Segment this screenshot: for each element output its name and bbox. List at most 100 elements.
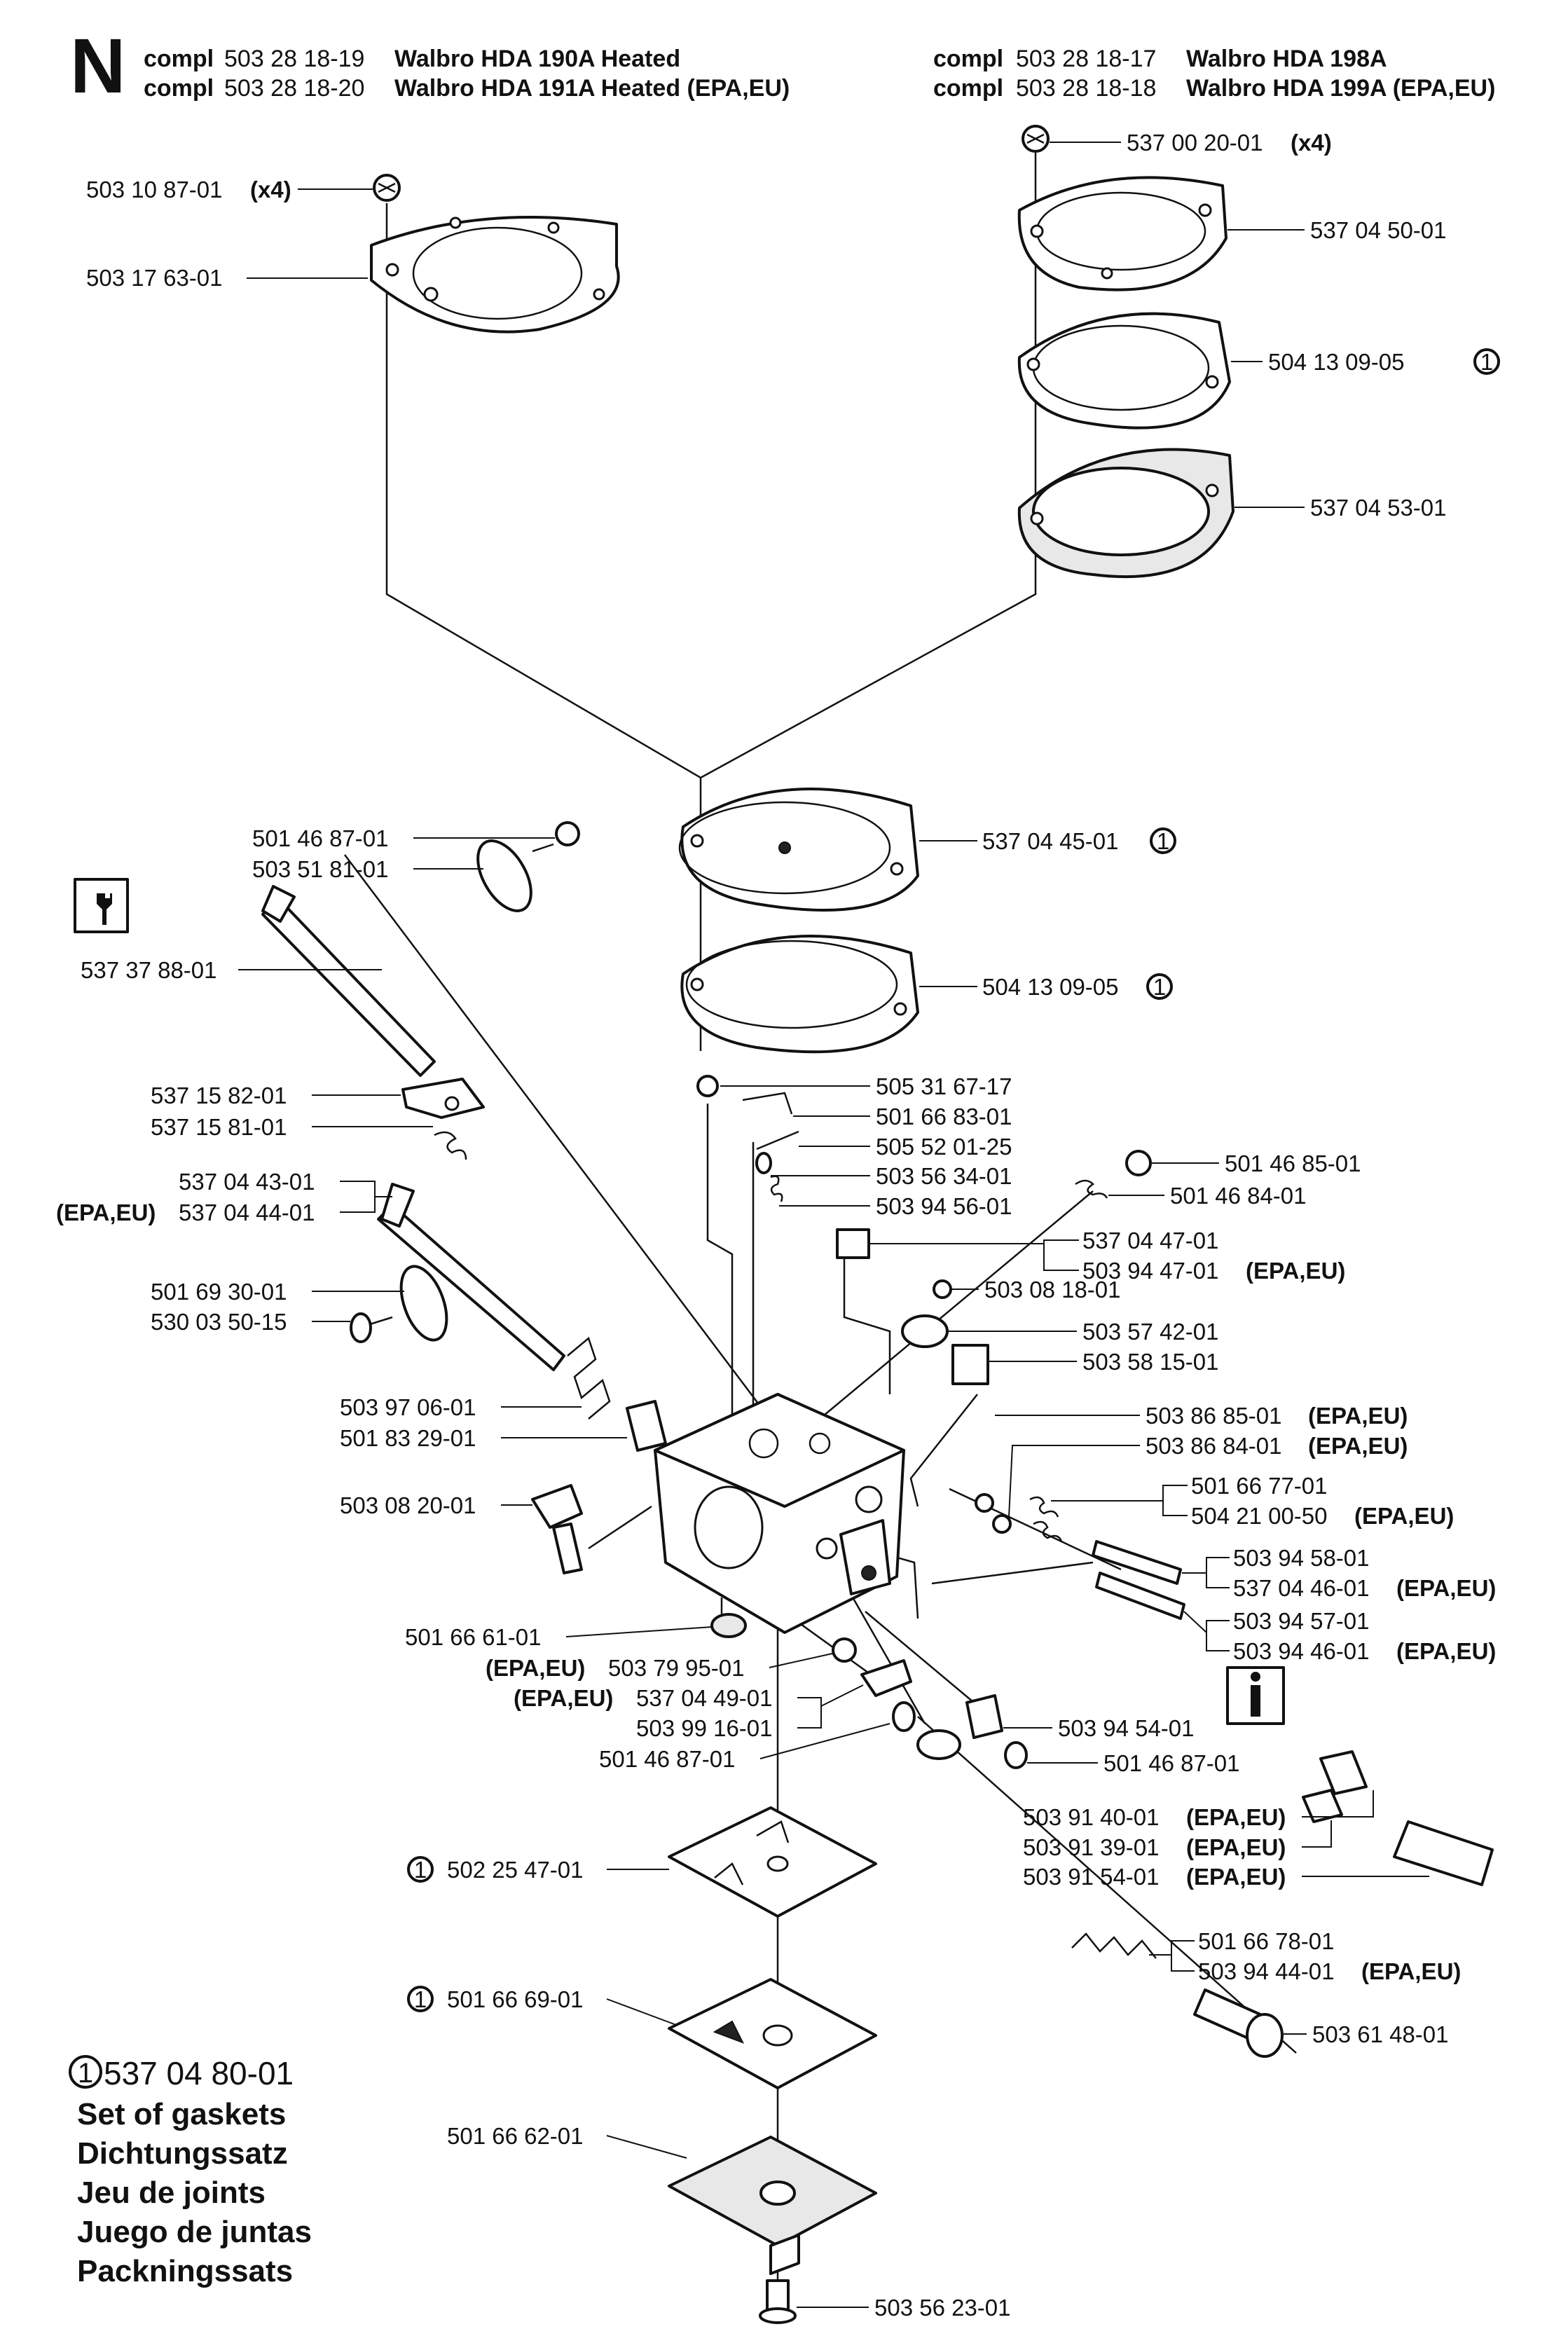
part-middle-diaphragm bbox=[678, 788, 919, 912]
part-number: 537 15 81-01 bbox=[151, 1114, 287, 1140]
part-number: 503 17 63-01 bbox=[86, 265, 223, 291]
part-limiter-caps bbox=[1302, 1750, 1494, 1886]
gasket-set-mark: 1 bbox=[1157, 828, 1169, 854]
part-suffix: (EPA,EU) bbox=[1186, 1804, 1286, 1830]
part-number: 503 94 54-01 bbox=[1058, 1715, 1195, 1741]
part-number: 503 97 06-01 bbox=[340, 1394, 476, 1420]
part-top-right-plate bbox=[1017, 448, 1235, 579]
part-number: 505 31 67-17 bbox=[876, 1073, 1012, 1099]
gasket-set-mark: 1 bbox=[78, 2058, 93, 2089]
part-number: 503 08 18-01 bbox=[984, 1277, 1121, 1303]
part-number: 501 46 87-01 bbox=[599, 1746, 736, 1772]
part-number: 504 21 00-50 bbox=[1191, 1503, 1328, 1529]
part-number: 501 83 29-01 bbox=[340, 1425, 476, 1451]
gasket-set-mark: 1 bbox=[414, 1857, 427, 1883]
part-number: 501 66 77-01 bbox=[1191, 1473, 1328, 1499]
part-needle-seat bbox=[696, 1075, 799, 1202]
part-idle-spring bbox=[1071, 1932, 1157, 1959]
part-number: 501 66 78-01 bbox=[1198, 1928, 1335, 1954]
part-suffix: (EPA,EU) bbox=[1308, 1403, 1408, 1429]
part-plug-cap bbox=[951, 1344, 989, 1385]
part-throttle-shaft bbox=[377, 1183, 565, 1371]
part-bottom-screw bbox=[759, 2279, 797, 2324]
part-number: 503 56 34-01 bbox=[876, 1163, 1012, 1189]
part-number: 503 86 84-01 bbox=[1146, 1433, 1282, 1459]
part-number: 503 56 23-01 bbox=[874, 2295, 1011, 2321]
part-suffix: (EPA,EU) bbox=[1361, 1958, 1461, 1984]
part-choke-valve-disc bbox=[476, 839, 532, 912]
part-number: 503 91 39-01 bbox=[1023, 1834, 1160, 1860]
part-suffix: (EPA,EU) bbox=[1186, 1834, 1286, 1860]
part-idle-screw bbox=[1193, 1988, 1284, 2058]
part-number: 537 04 47-01 bbox=[1082, 1228, 1219, 1253]
part-fuel-fitting bbox=[531, 1484, 583, 1574]
part-throttle-valve-disc bbox=[399, 1265, 448, 1342]
part-number: 503 58 15-01 bbox=[1082, 1349, 1219, 1375]
part-number: 503 94 56-01 bbox=[876, 1193, 1012, 1219]
kit-prefix: compl bbox=[144, 46, 214, 72]
part-number: 501 66 83-01 bbox=[876, 1104, 1012, 1129]
part-number: 501 66 62-01 bbox=[447, 2123, 584, 2149]
part-throttle-screw bbox=[350, 1312, 393, 1343]
part-number: 503 10 87-01 bbox=[86, 177, 223, 202]
gasket-set-mark: 1 bbox=[1153, 974, 1166, 1000]
part-number: 530 03 50-15 bbox=[151, 1309, 287, 1335]
part-welch-plug bbox=[901, 1314, 949, 1348]
gasket-set-mark: 1 bbox=[414, 1986, 427, 2012]
kit-prefix: compl bbox=[933, 75, 1003, 102]
part-suffix: (EPA,EU) bbox=[1396, 1638, 1496, 1664]
part-number: 503 94 58-01 bbox=[1233, 1545, 1370, 1571]
part-number: 537 04 50-01 bbox=[1310, 217, 1447, 243]
part-ball-check bbox=[1075, 1150, 1152, 1199]
part-number: 501 46 85-01 bbox=[1225, 1150, 1361, 1176]
part-qty: (x4) bbox=[1291, 130, 1332, 156]
part-number: 503 86 85-01 bbox=[1146, 1403, 1282, 1429]
kit-line-4: compl 503 28 18-18 Walbro HDA 199A (EPA,… bbox=[933, 75, 1495, 102]
part-number: 505 52 01-25 bbox=[876, 1134, 1012, 1160]
part-top-right-cover bbox=[1017, 176, 1227, 291]
section-letter: N bbox=[70, 23, 125, 109]
part-suffix: (EPA,EU) bbox=[1246, 1258, 1345, 1284]
part-number: 501 66 61-01 bbox=[405, 1624, 542, 1650]
diagram-header: N compl 503 28 18-19 Walbro HDA 190A Hea… bbox=[70, 23, 1495, 109]
part-number: 501 69 30-01 bbox=[151, 1279, 287, 1305]
kit-number: 503 28 18-19 bbox=[224, 46, 364, 72]
part-pump-diaphragm bbox=[668, 1978, 877, 2089]
part-pump-cover bbox=[668, 2136, 877, 2275]
kit-name: Walbro HDA 198A bbox=[1186, 46, 1387, 72]
gasket-set-number: 537 04 80-01 bbox=[104, 2055, 294, 2091]
part-throttle-spring bbox=[567, 1336, 611, 1420]
info-icon bbox=[1226, 1666, 1285, 1725]
part-number: 504 13 09-05 bbox=[982, 974, 1119, 1000]
part-number: 503 57 42-01 bbox=[1082, 1319, 1219, 1345]
part-suffix: (EPA,EU) bbox=[1396, 1575, 1496, 1601]
part-choke-shaft bbox=[261, 885, 436, 1077]
part-number: 537 04 53-01 bbox=[1310, 495, 1447, 521]
part-lever-screw bbox=[892, 1701, 916, 1732]
kit-prefix: compl bbox=[933, 46, 1003, 72]
kit-number: 503 28 18-18 bbox=[1016, 75, 1156, 102]
part-number: 537 04 43-01 bbox=[179, 1169, 315, 1195]
kit-number: 503 28 18-20 bbox=[224, 75, 364, 102]
part-bushing bbox=[626, 1400, 667, 1452]
part-suffix: (EPA,EU) bbox=[1308, 1433, 1408, 1459]
part-number: 537 15 82-01 bbox=[151, 1083, 287, 1108]
part-filter-screen bbox=[710, 1613, 747, 1638]
part-swivel-fitting bbox=[916, 1694, 1028, 1769]
part-prefix: (EPA,EU) bbox=[56, 1200, 156, 1225]
kit-prefix: compl bbox=[144, 75, 214, 102]
part-number: 503 94 44-01 bbox=[1198, 1958, 1335, 1984]
part-prefix: (EPA,EU) bbox=[486, 1655, 585, 1681]
kit-name: Walbro HDA 190A Heated bbox=[394, 46, 680, 72]
gasket-set-name-fr: Jeu de joints bbox=[77, 2176, 266, 2210]
part-number: 501 46 84-01 bbox=[1170, 1183, 1307, 1209]
part-pump-gasket bbox=[668, 1806, 877, 1918]
kit-name: Walbro HDA 199A (EPA,EU) bbox=[1186, 75, 1495, 102]
part-top-left-screw bbox=[373, 174, 401, 202]
part-top-right-gasket bbox=[1017, 312, 1231, 430]
part-choke-lever bbox=[401, 1078, 485, 1119]
gasket-set-name-sv: Packningssats bbox=[77, 2254, 293, 2288]
kit-line-3: compl 503 28 18-17 Walbro HDA 198A bbox=[933, 46, 1387, 72]
part-number: 503 99 16-01 bbox=[636, 1715, 773, 1741]
